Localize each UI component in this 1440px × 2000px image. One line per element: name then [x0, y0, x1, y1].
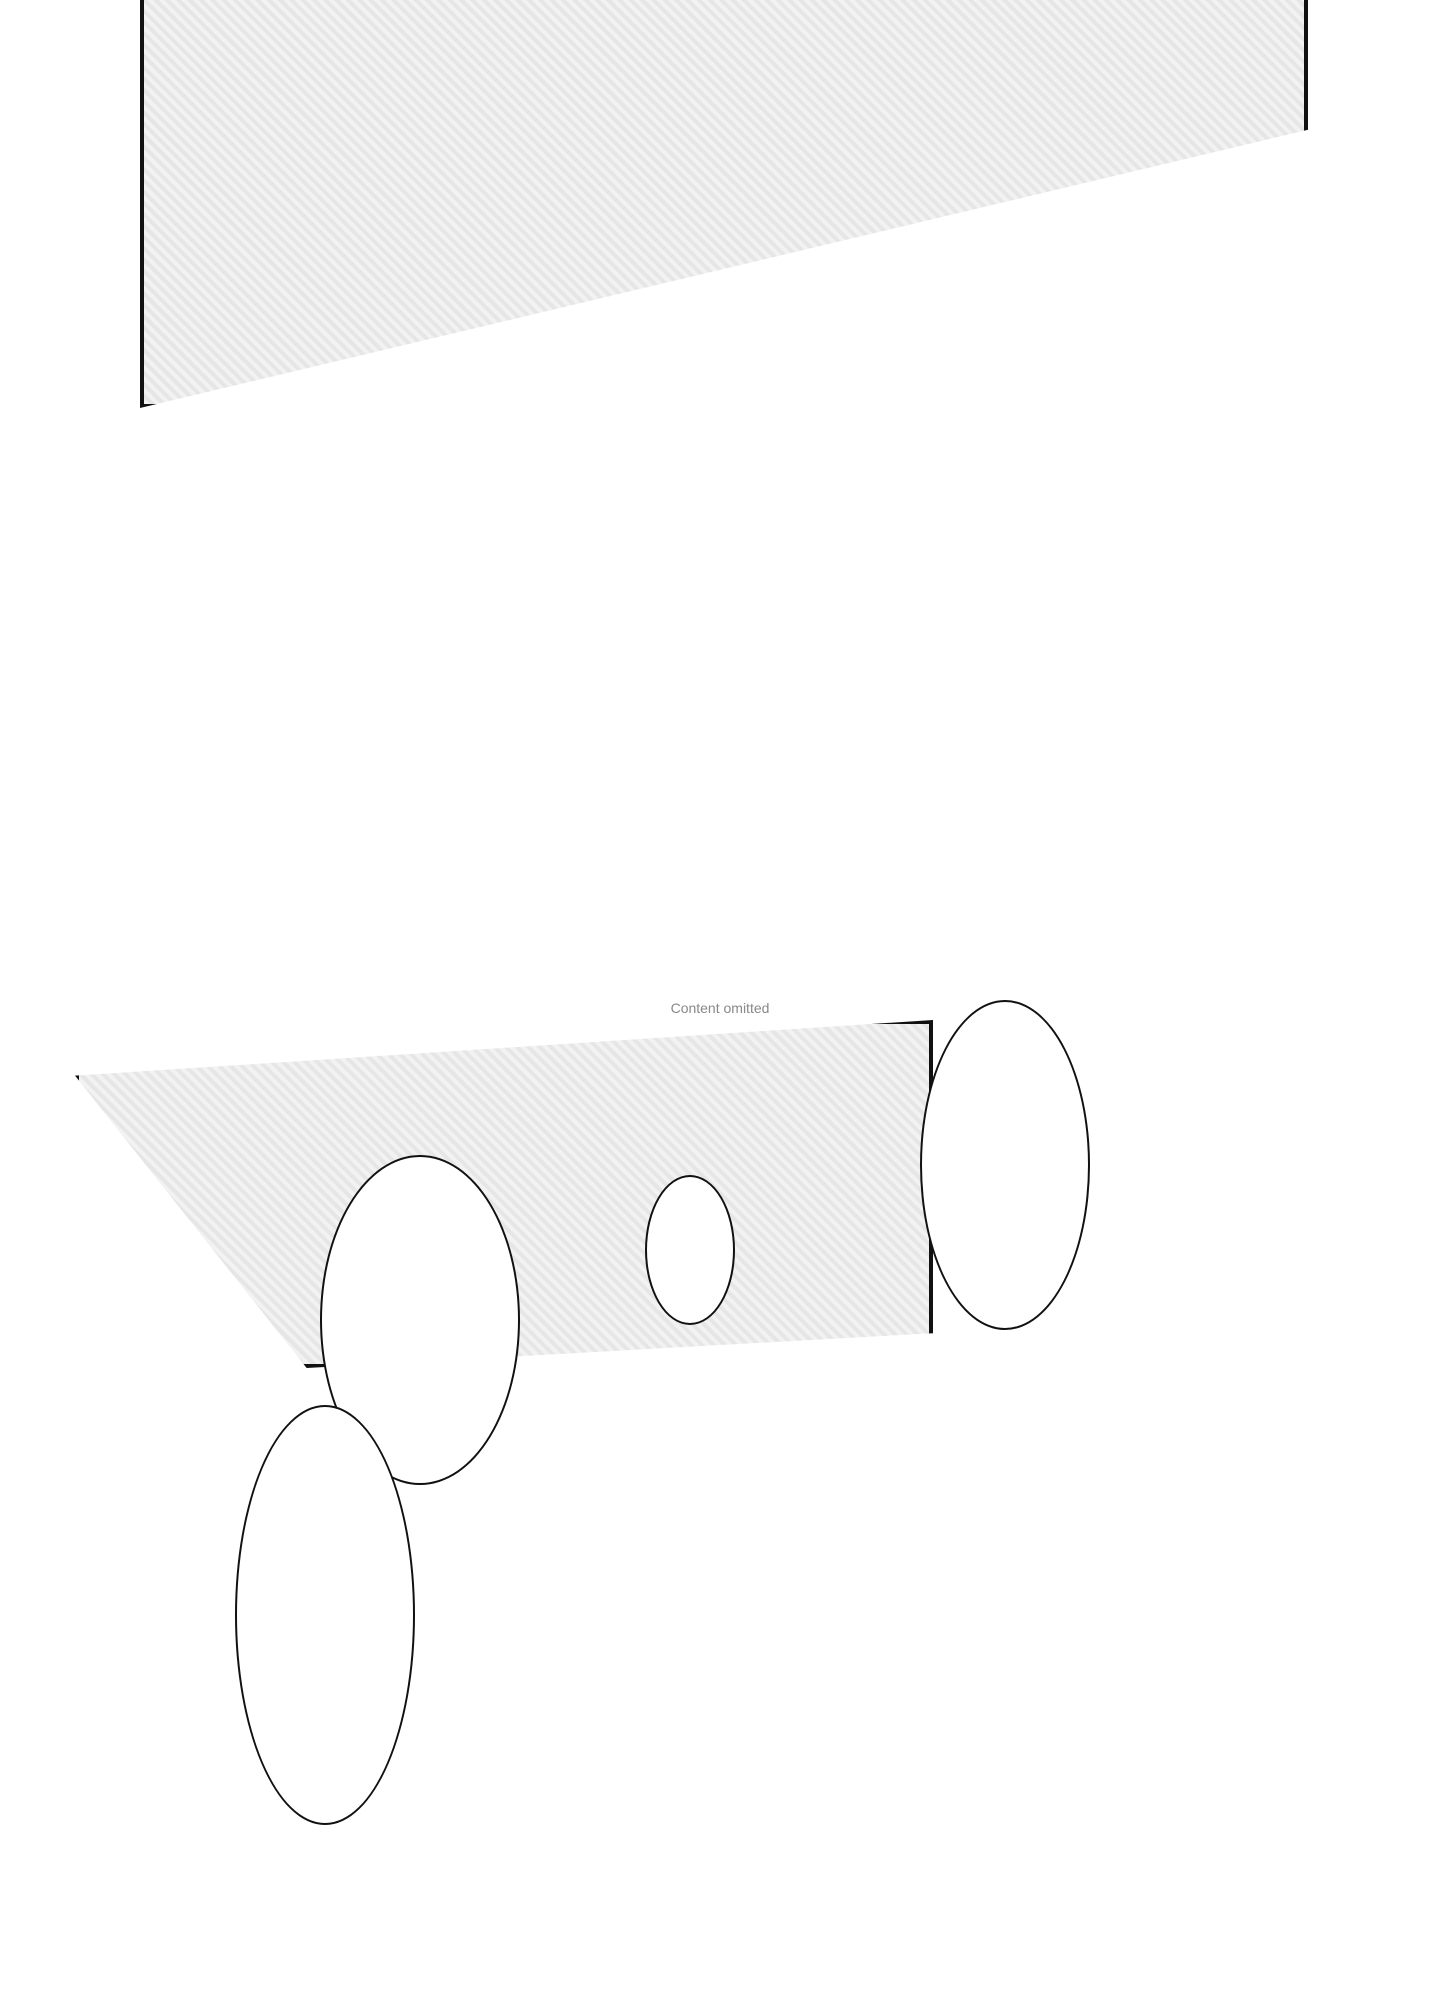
speech-bubble — [920, 1000, 1090, 1330]
speech-bubble — [235, 1405, 415, 1825]
top-panel — [140, 0, 1308, 408]
speech-bubble — [645, 1175, 735, 1325]
placeholder-note: Content omitted — [670, 1000, 770, 1016]
